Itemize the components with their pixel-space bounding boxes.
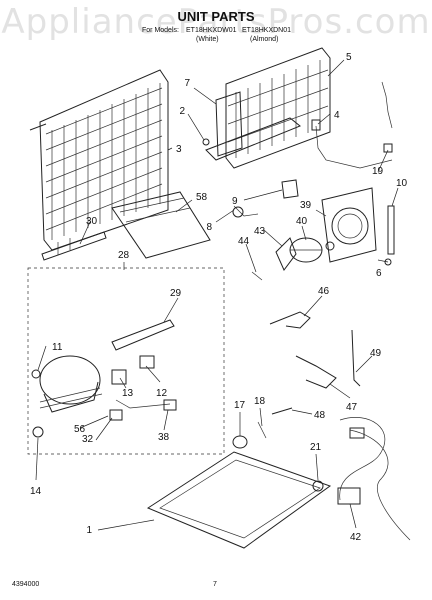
wire-harness: [337, 417, 411, 541]
grommet-14: [32, 426, 44, 438]
capacitor-13: [111, 369, 127, 385]
callout-42: 42: [350, 532, 362, 543]
callout-39: 39: [300, 200, 312, 211]
callout-56: 56: [74, 424, 86, 435]
wire-8: [233, 205, 259, 217]
washer-21: [312, 480, 324, 492]
tube-48: [271, 407, 293, 415]
compressor-group-outline: [27, 267, 225, 455]
callout-10: 10: [396, 178, 408, 189]
wire-5: [381, 81, 393, 129]
page-number: 7: [213, 581, 217, 588]
tube-46: [269, 311, 311, 329]
callout-1: 1: [86, 525, 92, 536]
drain-tube-30: [41, 231, 107, 261]
clip-19: [383, 143, 393, 153]
fan-motor: [275, 237, 335, 271]
callout-32: 32: [82, 434, 94, 445]
callout-19: 19: [372, 166, 384, 177]
callout-2: 2: [179, 106, 185, 117]
base-pan: [146, 451, 332, 549]
defrost-heater-assembly: [205, 47, 331, 169]
diagram-title: UNIT PARTS: [177, 9, 255, 24]
cord-38: [115, 399, 171, 409]
callout-13: 13: [122, 388, 134, 399]
callout-58: 58: [196, 192, 208, 203]
screw-6: [384, 258, 392, 266]
bracket-9: [281, 179, 299, 199]
callout-4: 4: [334, 110, 340, 121]
screw-18: [257, 421, 267, 439]
overload-12: [139, 355, 155, 369]
tube-49: [351, 329, 361, 387]
screw-11: [31, 369, 41, 379]
model-color-a: (White): [196, 36, 219, 43]
model-number-b: ET18HKXDN01: [242, 27, 292, 34]
thermostat-4: [311, 119, 321, 131]
callout-3: 3: [176, 144, 182, 155]
callout-30: 30: [86, 216, 98, 227]
callout-47: 47: [346, 402, 358, 413]
drain-heater-10: [387, 205, 395, 255]
terminal-56: [109, 409, 123, 421]
callout-28: 28: [118, 250, 130, 261]
document-number: 4394000: [12, 581, 40, 588]
plug-38: [163, 399, 177, 411]
callout-21: 21: [310, 442, 322, 453]
cover-58: [111, 191, 211, 259]
callout-17: 17: [234, 400, 246, 411]
callout-6: 6: [376, 268, 382, 279]
callout-49: 49: [370, 348, 382, 359]
callout-48: 48: [314, 410, 326, 421]
tube-47: [295, 355, 337, 389]
relay-29: [111, 319, 175, 351]
callout-38: 38: [158, 432, 170, 443]
callout-8: 8: [206, 222, 212, 233]
models-prefix: For Models:: [142, 27, 179, 34]
callout-12: 12: [156, 388, 168, 399]
fan-shroud: [321, 187, 377, 263]
connector-8: [232, 206, 244, 218]
callout-9: 9: [232, 196, 238, 207]
wire-4: [315, 125, 393, 169]
screw-44: [251, 271, 263, 281]
model-color-b: (Almond): [250, 36, 279, 43]
mount-17: [232, 435, 248, 449]
callout-29: 29: [170, 288, 182, 299]
callout-11: 11: [52, 342, 63, 353]
callout-40: 40: [296, 216, 308, 227]
callout-46: 46: [318, 286, 330, 297]
callout-5: 5: [346, 52, 352, 63]
callout-43: 43: [254, 226, 266, 237]
evaporator-coil: [29, 69, 169, 255]
leader-lines: [35, 59, 399, 531]
screw-2: [202, 138, 210, 146]
model-number-a: ET18HKXDW01: [186, 27, 237, 34]
callout-7: 7: [184, 78, 190, 89]
callout-18: 18: [254, 396, 266, 407]
callout-14: 14: [30, 486, 42, 497]
callout-44: 44: [238, 236, 250, 247]
compressor: [39, 355, 103, 413]
